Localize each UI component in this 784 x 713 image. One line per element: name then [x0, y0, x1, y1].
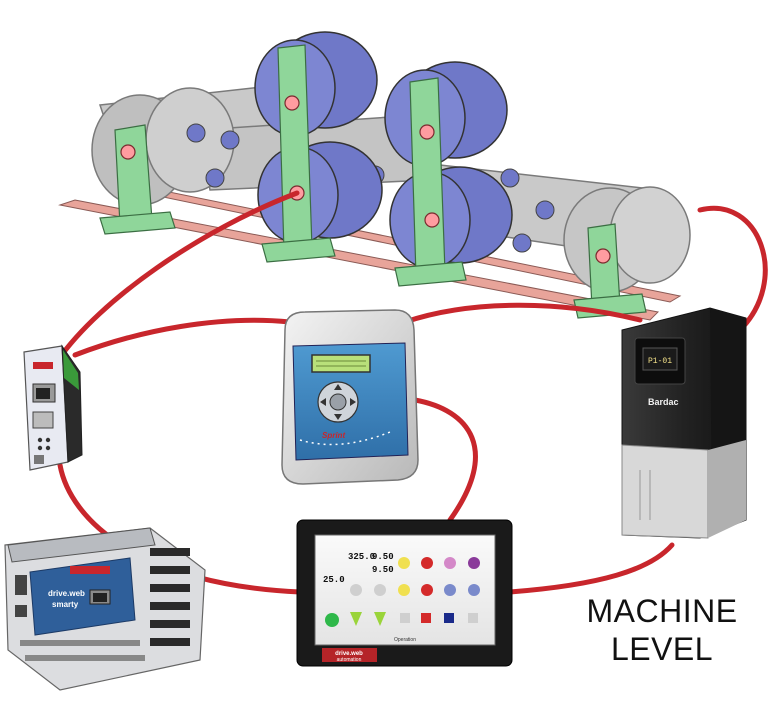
stand-4	[587, 223, 621, 309]
hmi-brand-sub: automation	[337, 657, 362, 663]
acdrive-display-text: P1-01	[648, 357, 672, 366]
dc-drive: Sprint	[281, 309, 419, 485]
machine-level-label-line2: LEVEL	[610, 631, 714, 667]
hmi-indicators	[325, 557, 480, 627]
hmi-touchscreen: 325.0 9.50 9.50 25.0 Operation drive.web…	[296, 519, 513, 667]
smarty-controller: drive.web smarty	[4, 527, 206, 691]
cable-dcdrive-to-hmi	[412, 397, 478, 523]
hmi-brand: drive.web	[335, 651, 363, 657]
smarty-brand: drive.web	[48, 589, 85, 598]
smarty-model: smarty	[52, 600, 79, 609]
stand-1	[114, 124, 153, 226]
dcdrive-brand: Sprint	[322, 431, 345, 440]
hmi-readout-4: 25.0	[323, 575, 345, 585]
dcdrive-lcd	[311, 354, 371, 373]
cable-acdrive-to-roller	[697, 205, 768, 333]
machine-level-label: MACHINE LEVEL	[572, 592, 752, 668]
acdrive-brand: Bardac	[648, 397, 679, 407]
web-machine	[58, 31, 691, 321]
acdrive-display	[642, 347, 678, 371]
cable-gateway-to-dcdrive	[72, 317, 293, 358]
cable-gateway-to-roller	[55, 190, 300, 363]
hmi-footer: Operation	[394, 637, 416, 643]
ac-drive: P1-01 Bardac	[621, 307, 747, 539]
hmi-readout-2: 9.50	[372, 552, 394, 562]
cable-hmi-to-acdrive	[507, 542, 675, 595]
din-gateway-module	[23, 344, 83, 471]
machine-level-label-line1: MACHINE	[586, 593, 738, 629]
cable-dcdrive-to-acdrive	[402, 302, 643, 325]
hmi-readout-3: 9.50	[372, 565, 394, 575]
hmi-readout-1: 325.0	[348, 552, 375, 562]
